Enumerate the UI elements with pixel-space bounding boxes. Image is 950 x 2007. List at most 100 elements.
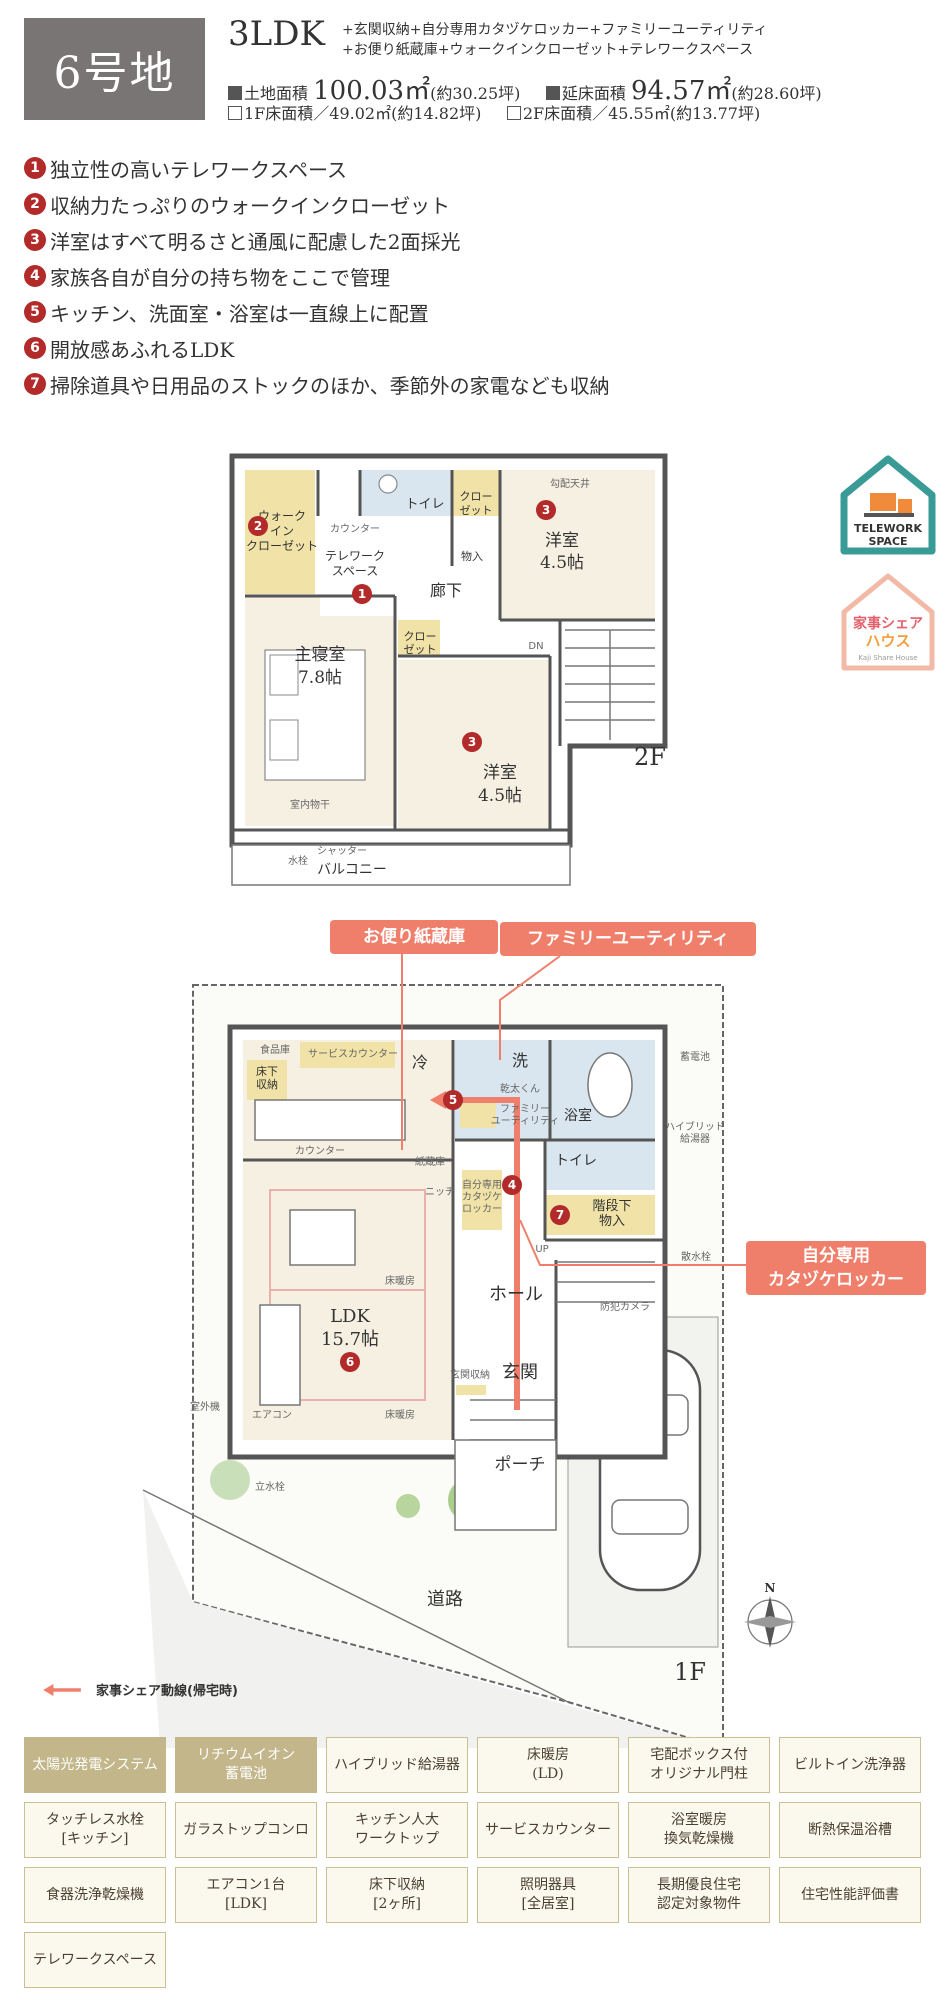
filled-square-icon	[228, 86, 242, 100]
faucet-label-2f: 水栓	[288, 854, 308, 867]
feature-number: 6	[24, 337, 46, 359]
pillow-icon	[269, 719, 299, 761]
dining-table-icon	[289, 1209, 356, 1266]
feature-text: 掃除道具や日用品のストックのほか、季節外の家電なども収納	[50, 373, 610, 398]
closet2-label: クローゼット	[404, 630, 437, 656]
spec-grid: 太陽光発電システム リチウムイオン 蓄電池 ハイブリッド給湯器 床暖房 (LD)…	[24, 1737, 926, 1988]
svg-text:5: 5	[449, 1093, 457, 1107]
dryer-label: 乾太くん	[500, 1082, 540, 1095]
toilet-fill	[360, 470, 460, 516]
spec-item: 食器洗浄乾燥機	[24, 1867, 166, 1923]
badge-5-1f: 5	[443, 1090, 463, 1110]
svg-text:6: 6	[346, 1355, 354, 1369]
kitchen-counter-icon	[254, 1099, 406, 1141]
telework-line1: TELEWORK	[854, 522, 922, 535]
feature-number: 1	[24, 157, 46, 179]
feature-number: 5	[24, 301, 46, 323]
flow-legend: 家事シェア動線(帰宅時)	[38, 1680, 238, 1699]
kaji-sub: Kaji Share House	[858, 654, 917, 662]
underfloor-label: 床下収納	[256, 1064, 278, 1091]
balcony-area	[231, 844, 571, 886]
toilet-1f-fill	[545, 1140, 655, 1190]
atrium-label: 勾配天井	[550, 477, 590, 490]
feature-text: 家族各自が自分の持ち物をここで管理	[50, 265, 390, 290]
entrance-storage-label: 玄関収納	[450, 1368, 490, 1381]
badge-4-1f: 4	[502, 1175, 522, 1195]
stair-storage-label: 階段下物入	[592, 1199, 631, 1229]
spec-item: ハイブリッド給湯器	[326, 1737, 468, 1793]
open-square-icon	[506, 106, 521, 120]
plan-type: 3LDK	[228, 14, 325, 54]
toilet-label: トイレ	[405, 497, 444, 512]
badge-3b-2f: 3	[462, 732, 482, 752]
spec-item: エアコン1台 [LDK]	[175, 1867, 317, 1923]
spec-item: キッチン人大 ワークトップ	[326, 1802, 468, 1858]
plan-extra-line1: +玄関収納+自分専用カタヅケロッカー+ファミリーユーティリティ	[342, 22, 768, 38]
badge-6-1f: 6	[340, 1352, 360, 1372]
balcony-label: バルコニー	[317, 862, 387, 878]
paper-storage-label: 紙蔵庫	[415, 1155, 445, 1168]
shutter-label-2f: シャッター	[317, 845, 367, 857]
dn-label: DN	[528, 641, 543, 652]
spec-item: ビルトイン洗浄器	[779, 1737, 921, 1793]
western-room-size-b: 4.5帖	[478, 786, 522, 806]
feature-text: 独立性の高いテレワークスペース	[50, 157, 347, 182]
underfloor2-fill	[460, 1100, 496, 1128]
svg-text:3: 3	[468, 735, 476, 749]
svg-text:1: 1	[358, 587, 366, 601]
western-room-size-a: 4.5帖	[540, 553, 584, 573]
western-room-label-a: 洋室	[545, 531, 579, 551]
land-area-value: 100.03㎡	[313, 76, 431, 106]
kaji-share-house-icon: 家事シェア ハウス Kaji Share House	[841, 573, 935, 671]
sprinkle-label: 散水栓	[681, 1250, 711, 1263]
stairs-2f	[565, 629, 655, 740]
hallway-fill	[320, 516, 500, 616]
entrance-label: 玄関	[502, 1362, 538, 1383]
feature-text: 収納力たっぷりのウォークインクローゼット	[50, 193, 450, 218]
hybrid-label: ハイブリッド給湯器	[665, 1120, 725, 1145]
f2-area: 2F床面積／45.55㎡(約13.77坪)	[522, 104, 761, 123]
service-counter-label: サービスカウンター	[308, 1048, 398, 1060]
filled-square-icon	[545, 86, 560, 100]
floor-heating-label: 床暖房	[385, 1274, 415, 1287]
shrub-icon	[210, 1460, 250, 1500]
badge-7-1f: 7	[550, 1205, 570, 1225]
housework-flow-arrow	[440, 1097, 520, 1410]
badge-2-2f: 2	[248, 516, 268, 536]
locker-label: 自分専用カタヅケロッカー	[462, 1178, 502, 1215]
closet-label: クローゼット	[460, 490, 493, 517]
food-storage-label: 食品庫	[260, 1043, 290, 1056]
callout-paper-storage: お便り紙蔵庫	[330, 920, 498, 954]
floor-heating-label-2: 床暖房	[385, 1408, 415, 1421]
tree-icon	[396, 1494, 420, 1518]
road-label: 道路	[427, 1589, 463, 1610]
storage-label: 物入	[461, 549, 483, 563]
spec-item: 断熱保温浴槽	[779, 1802, 921, 1858]
porch-label: ポーチ	[495, 1455, 546, 1475]
legend-label: 家事シェア動線(帰宅時)	[96, 1684, 238, 1699]
plan-extras: +玄関収納+自分専用カタヅケロッカー+ファミリーユーティリティ +お便り紙蔵庫+…	[342, 20, 768, 60]
toilet-1f-label: トイレ	[555, 1153, 597, 1169]
feature-text: 洋室はすべて明るさと通風に配慮した2面採光	[50, 229, 461, 254]
svg-text:3: 3	[542, 503, 550, 517]
feature-number: 7	[24, 373, 46, 395]
kaji-line2: ハウス	[865, 632, 910, 650]
land-area-label: 土地面積	[244, 84, 309, 103]
svg-text:2: 2	[254, 519, 262, 533]
floor-plan-2f: ウォークインクローゼット カウンター テレワークスペース トイレ クローゼット …	[229, 453, 668, 886]
telework-space-icon: TELEWORK SPACE	[840, 455, 936, 555]
callout-family-utility: ファミリーユーティリティ	[500, 922, 756, 956]
road-edge	[142, 1489, 569, 1703]
porch-area	[454, 1439, 557, 1531]
bathtub-icon	[587, 1052, 633, 1118]
spec-item: 床暖房 (LD)	[477, 1737, 619, 1793]
hallway-label: 廊下	[430, 581, 462, 600]
niche-label: ニッチ	[425, 1186, 455, 1198]
spec-item: 長期優良住宅 認定対象物件	[628, 1867, 770, 1923]
svg-text:4: 4	[508, 1178, 516, 1192]
callout-locker-line1: 自分専用	[802, 1246, 870, 1266]
